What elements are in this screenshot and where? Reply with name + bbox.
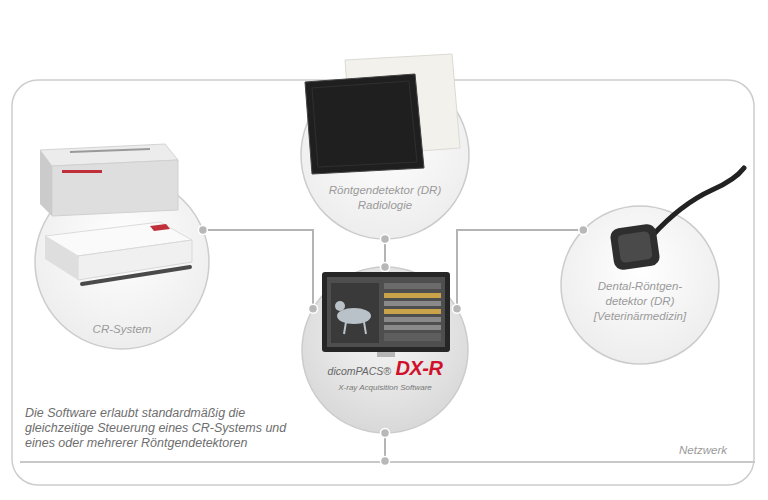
list-row bbox=[384, 317, 441, 322]
circle-shape bbox=[302, 267, 468, 433]
dog-xray-leg bbox=[344, 322, 346, 334]
connector-dot bbox=[381, 263, 390, 272]
connector-dot bbox=[453, 304, 462, 313]
cr-reader-lower bbox=[45, 222, 192, 284]
product-name: DX-R bbox=[396, 357, 443, 379]
node-label: CR-System bbox=[60, 322, 184, 337]
black-panel-inner bbox=[312, 81, 417, 167]
sensor-body bbox=[609, 223, 660, 271]
dental-sensor bbox=[609, 168, 744, 271]
connector-dot bbox=[381, 457, 390, 466]
connector-line bbox=[203, 230, 313, 309]
monitor-bezel bbox=[322, 272, 450, 352]
black-panel bbox=[305, 74, 424, 174]
list-footer bbox=[384, 333, 441, 341]
label-wrap: Röntgendetektor (DR) Radiologie bbox=[317, 183, 453, 213]
flat-panel-detectors bbox=[305, 54, 460, 174]
monitor-stand bbox=[377, 352, 395, 357]
cr-lower-slot bbox=[82, 267, 190, 284]
dog-xray-leg bbox=[364, 322, 366, 334]
cr-reader-upper bbox=[40, 144, 178, 216]
connector-dot bbox=[309, 304, 318, 313]
sensor-face bbox=[617, 231, 653, 263]
circle-shape bbox=[561, 206, 719, 364]
product-subtitle: X-ray Acquisition Software bbox=[301, 383, 469, 393]
connector-dot bbox=[198, 226, 207, 235]
cr-reader-side bbox=[40, 150, 52, 216]
cr-lower-logo bbox=[150, 224, 170, 231]
connector-line bbox=[457, 230, 583, 309]
cr-reader-slot bbox=[70, 149, 150, 152]
list-header bbox=[384, 283, 441, 289]
connector bbox=[381, 235, 390, 272]
label-wrap: CR-System bbox=[60, 322, 184, 337]
cr-lower-side bbox=[45, 236, 78, 280]
connector-dot bbox=[381, 235, 390, 244]
cr-reader-front bbox=[52, 160, 178, 216]
node-label: Netzwerk bbox=[679, 443, 727, 458]
list-row bbox=[384, 301, 441, 306]
brand-row: dicomPACS® DX-R bbox=[301, 358, 469, 379]
connector bbox=[381, 429, 390, 466]
sensor-cable bbox=[652, 168, 744, 236]
node-label: Dental-Röntgen- detektor (DR) [Veterinär… bbox=[581, 279, 699, 324]
connector bbox=[453, 226, 588, 314]
connector-dot bbox=[381, 429, 390, 438]
monitor-screen bbox=[327, 277, 445, 347]
xray-view bbox=[331, 283, 379, 343]
list-row bbox=[384, 325, 441, 330]
list-row bbox=[384, 293, 441, 298]
connector bbox=[198, 226, 317, 314]
list-row bbox=[384, 309, 441, 314]
label-wrap: Dental-Röntgen- detektor (DR) [Veterinär… bbox=[581, 279, 699, 324]
cr-reader-stripe bbox=[62, 170, 102, 173]
monitor bbox=[322, 272, 450, 357]
connector-dot bbox=[579, 226, 588, 235]
dog-xray-head bbox=[335, 301, 345, 311]
label-wrap: Netzwerk bbox=[679, 443, 727, 458]
subtitle-wrap: X-ray Acquisition Software bbox=[301, 383, 469, 393]
note-text: Die Software erlaubt standardmäßig die g… bbox=[25, 406, 295, 451]
note-wrap: Die Software erlaubt standardmäßig die g… bbox=[25, 406, 295, 451]
node-label: Röntgendetektor (DR) Radiologie bbox=[317, 183, 453, 213]
brand-name: dicomPACS® bbox=[328, 365, 392, 377]
